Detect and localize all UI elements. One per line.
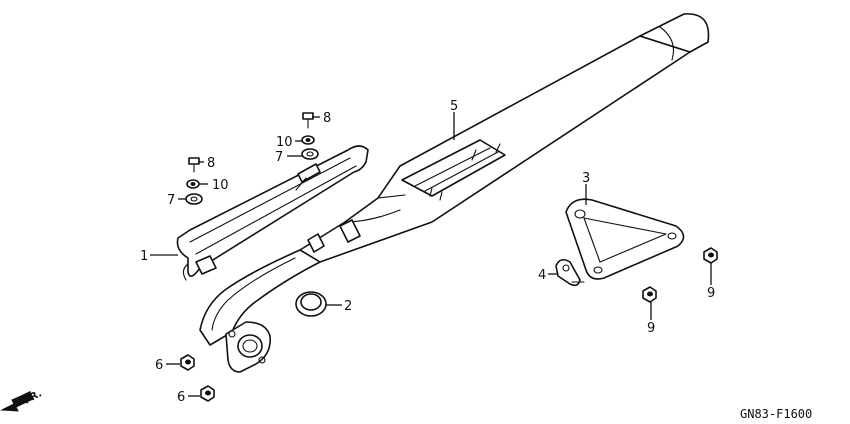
heat-guard-part [176, 145, 369, 281]
gasket-part [295, 291, 327, 317]
callout-10-lower: 10 [212, 178, 229, 193]
nut-6-upper [180, 354, 195, 371]
callout-8-upper: 8 [323, 111, 331, 126]
callout-10-upper: 10 [276, 135, 293, 150]
front-direction-arrow: FR. [0, 388, 44, 412]
figure-code: GN83-F1600 [740, 407, 812, 421]
muffler-part [299, 13, 710, 263]
washer-10-upper [301, 135, 315, 145]
nut-9-right [703, 247, 718, 264]
callout-7-upper: 7 [275, 150, 283, 165]
callout-7-lower: 7 [167, 193, 175, 208]
washer-7-lower [185, 193, 203, 205]
callout-9-center: 9 [647, 321, 655, 336]
washer-10-lower [186, 179, 200, 189]
callout-6-upper: 6 [155, 358, 163, 373]
callout-4: 4 [538, 268, 546, 283]
callout-1: 1 [140, 249, 148, 264]
leader-lines [150, 112, 712, 397]
front-label: FR. [22, 388, 44, 406]
callout-3: 3 [582, 171, 590, 186]
bolt-8-upper [302, 112, 314, 129]
nut-6-lower [200, 385, 215, 402]
callout-9-right: 9 [707, 286, 715, 301]
washer-7-upper [301, 148, 319, 160]
callout-5: 5 [450, 99, 458, 114]
callout-8-lower: 8 [207, 156, 215, 171]
callout-labels: 1 2 3 4 5 6 6 7 7 8 8 9 9 10 10 [140, 99, 715, 405]
exhaust-flange [225, 321, 272, 373]
nut-9-center [642, 286, 657, 303]
exhaust-pipe [199, 249, 321, 346]
callout-6-lower: 6 [177, 390, 185, 405]
small-bracket-part [555, 258, 585, 287]
bolt-8-lower [188, 157, 200, 173]
muffler-bracket-part [565, 198, 685, 280]
callout-2: 2 [344, 299, 352, 314]
